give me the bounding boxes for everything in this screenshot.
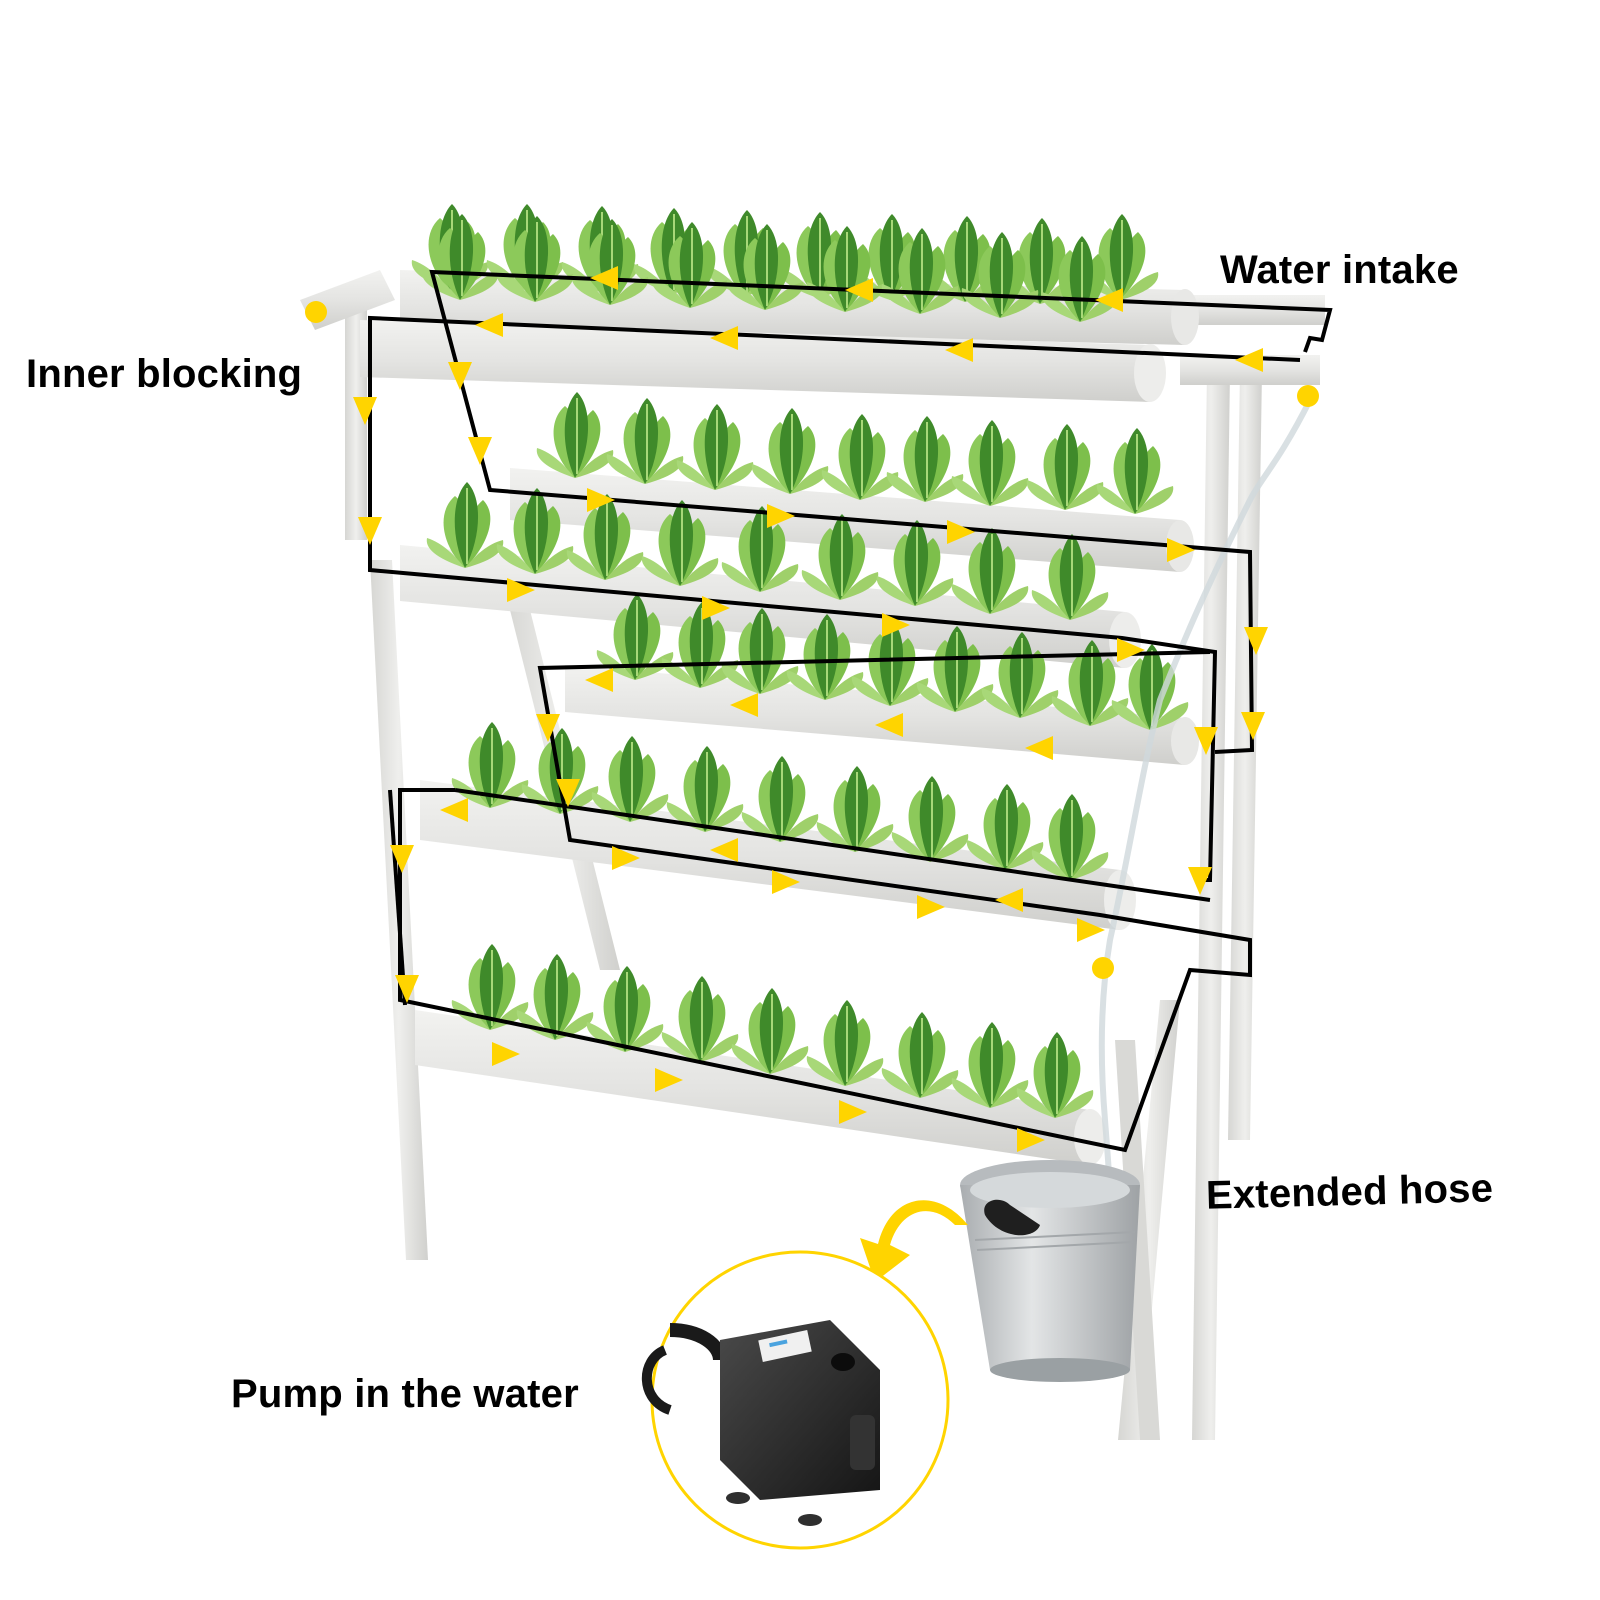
water-bucket <box>960 1160 1140 1382</box>
marker-dots <box>305 301 1319 979</box>
extended-hose <box>1098 398 1313 1201</box>
inner-blocking-dot <box>305 301 327 323</box>
extended-hose-label: Extended hose <box>1205 1166 1494 1218</box>
water-intake-dot <box>1297 385 1319 407</box>
curved-callout-arrow <box>860 1200 968 1282</box>
inner-blocking-label: Inner blocking <box>26 352 303 396</box>
pump-callout <box>641 1250 950 1550</box>
hose-outlet-dot <box>1092 957 1114 979</box>
water-intake-label: Water intake <box>1220 248 1459 292</box>
pump-in-water-label: Pump in the water <box>231 1372 579 1416</box>
